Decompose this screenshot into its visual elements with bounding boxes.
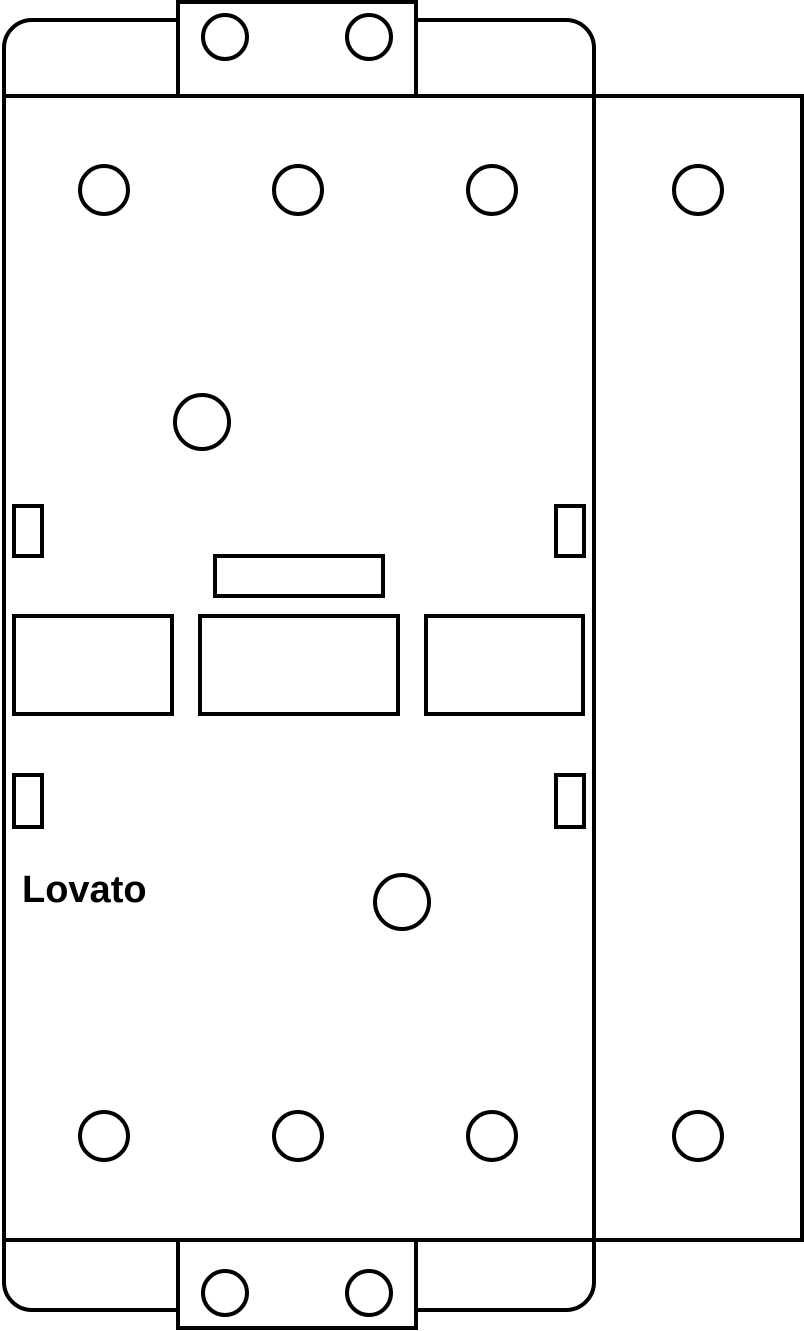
bottom-tab-screw-left	[201, 1269, 249, 1317]
window-left	[12, 614, 174, 716]
brand-label: Lovato	[22, 869, 147, 911]
terminal-top-3	[466, 164, 518, 216]
clip-upper-right	[554, 504, 586, 558]
mounting-hole-upper	[173, 393, 231, 451]
label-slot	[213, 554, 385, 598]
clip-lower-right	[554, 773, 586, 829]
clip-upper-left	[12, 504, 44, 558]
bottom-terminal-tab	[176, 1238, 418, 1330]
top-tab-screw-left	[201, 13, 249, 61]
clip-lower-left	[12, 773, 44, 829]
bottom-tab-screw-right	[345, 1269, 393, 1317]
terminal-bottom-1	[78, 1110, 130, 1162]
top-tab-screw-right	[345, 13, 393, 61]
window-right	[424, 614, 585, 716]
window-center	[198, 614, 400, 716]
terminal-bottom-aux	[672, 1110, 724, 1162]
mounting-hole-lower	[373, 873, 431, 931]
terminal-bottom-2	[272, 1110, 324, 1162]
terminal-top-1	[78, 164, 130, 216]
terminal-top-2	[272, 164, 324, 216]
terminal-bottom-3	[466, 1110, 518, 1162]
auxiliary-side-block	[2, 94, 804, 1242]
terminal-top-aux	[672, 164, 724, 216]
